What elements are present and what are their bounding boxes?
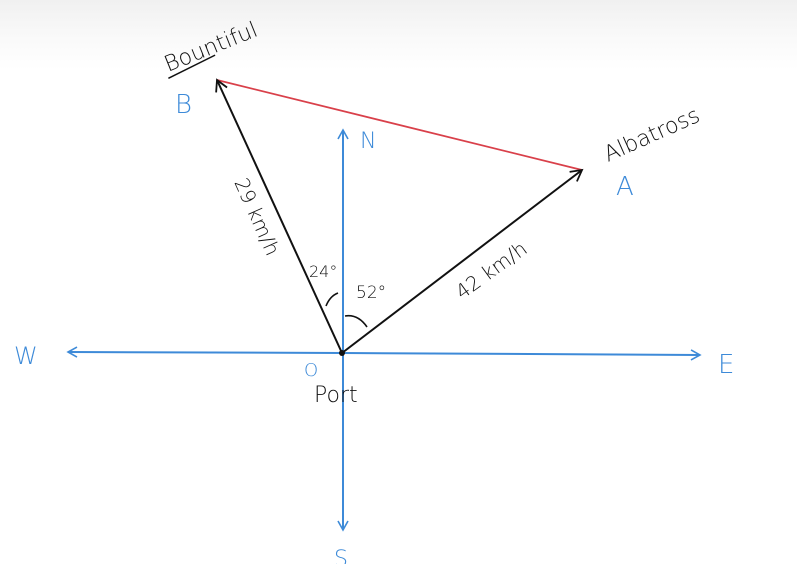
- point-a-label: A: [616, 172, 634, 202]
- angle-arc-52: [344, 314, 368, 328]
- angle-arc-24: [325, 292, 339, 307]
- west-axis: [66, 346, 344, 358]
- east-label: E: [718, 350, 734, 380]
- south-label: S: [334, 547, 348, 564]
- resultant-line-ba: [216, 79, 583, 171]
- ob-angle-label: 24°: [309, 262, 337, 281]
- east-axis: [342, 349, 702, 361]
- ob-speed-label: 29 km/h: [229, 174, 284, 259]
- vector-ob: [215, 78, 343, 354]
- origin-label: O: [304, 360, 318, 381]
- oa-speed-label: 42 km/h: [451, 236, 532, 304]
- oa-angle-label: 52°: [356, 283, 386, 303]
- point-b-label: B: [175, 90, 192, 120]
- albatross-label: Albatross: [600, 103, 704, 167]
- vector-oa: [341, 168, 584, 354]
- bountiful-label: Bountiful: [161, 18, 262, 78]
- west-label: W: [14, 342, 38, 370]
- bountiful-underline: [168, 54, 216, 79]
- origin-point: [339, 350, 345, 356]
- port-label: Port: [314, 383, 358, 408]
- north-label: N: [360, 129, 376, 154]
